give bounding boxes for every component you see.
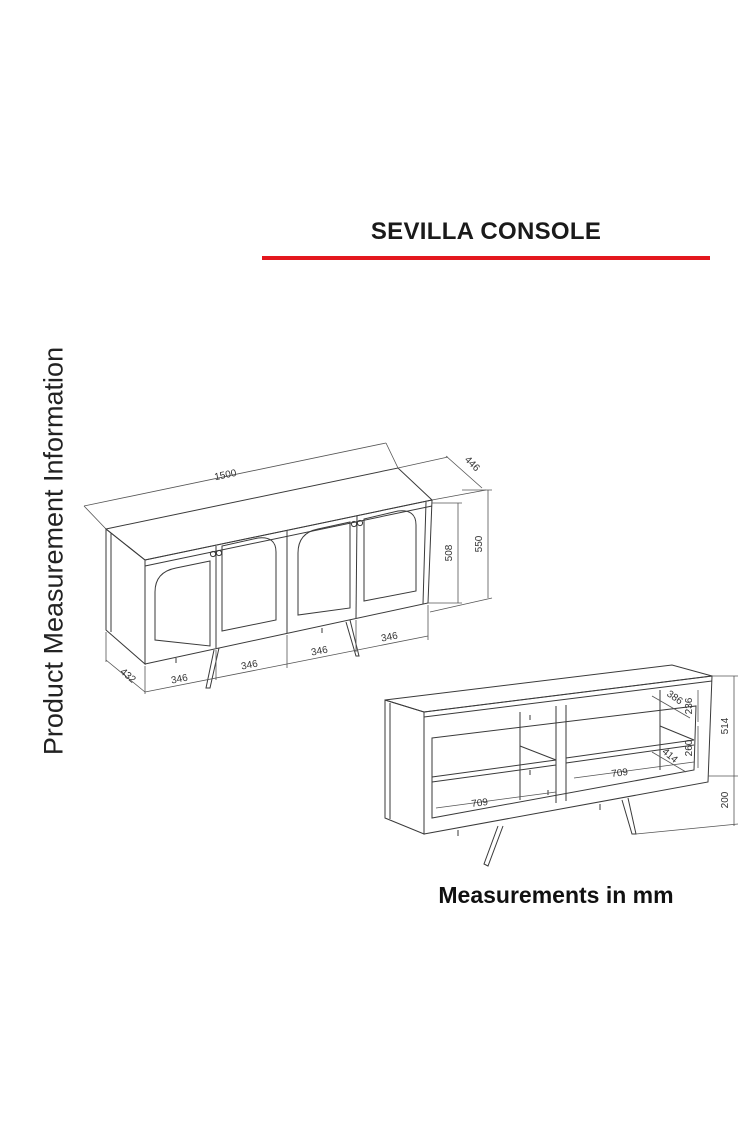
door-panel-3	[297, 521, 351, 616]
door-knob-icon	[209, 550, 217, 558]
leg	[621, 797, 637, 835]
product-title: SEVILLA CONSOLE	[370, 218, 602, 245]
dim-label-leg-height: 200	[720, 791, 731, 808]
dim-label-upper-compartment: 236	[684, 697, 695, 714]
dim-line-shelf-upper	[651, 695, 691, 719]
shelf-right	[565, 739, 695, 759]
door-knob-icon	[350, 520, 358, 528]
dim-line-doors-right	[286, 635, 429, 665]
leg	[345, 619, 360, 657]
door-knob-icon	[356, 519, 364, 527]
dim-label-lower-compartment: 260	[684, 739, 695, 756]
leg	[205, 647, 220, 689]
dim-label-cabinet-height: 514	[720, 717, 731, 734]
dim-label-total-height: 550	[474, 535, 485, 552]
dim-line-shelf-lower	[651, 751, 687, 773]
shelf-left	[431, 759, 557, 778]
dim-line-depth-top	[445, 455, 483, 489]
open-console-side	[384, 699, 425, 835]
dim-label-compartment-left: 709	[471, 797, 489, 810]
title-underline	[262, 256, 710, 260]
leg	[483, 825, 504, 867]
dim-line-compartment-right	[573, 761, 695, 779]
dim-label-door-1: 346	[170, 672, 189, 686]
units-note: Measurements in mm	[438, 882, 674, 908]
dim-label-width: 1500	[213, 468, 237, 483]
dim-line-width	[83, 442, 387, 507]
dim-label-door-4: 346	[380, 630, 399, 644]
door-panel-4	[363, 510, 417, 602]
door-panel-2	[221, 537, 277, 632]
open-console-drawing: 386 414 236 260 514 200 709 709	[384, 664, 739, 867]
dim-label-depth-top: 446	[462, 454, 482, 474]
dim-label-door-3: 346	[310, 644, 329, 658]
dim-label-body-height: 508	[444, 544, 455, 561]
door-knob-icon	[215, 549, 223, 557]
dim-line-doors-left	[144, 663, 288, 693]
dim-label-door-2: 346	[240, 658, 259, 672]
dim-label-compartment-right: 709	[611, 767, 629, 780]
door-panel-1	[154, 560, 211, 647]
console-side	[105, 527, 146, 666]
open-console-top	[384, 664, 713, 713]
open-console-front	[423, 675, 713, 835]
closed-console-drawing: 1500 446 508 550 432	[83, 442, 493, 694]
dim-line-compartment-left	[435, 791, 557, 809]
dim-label-depth-bottom: 432	[118, 667, 138, 686]
dim-line-depth-bottom	[105, 659, 146, 693]
